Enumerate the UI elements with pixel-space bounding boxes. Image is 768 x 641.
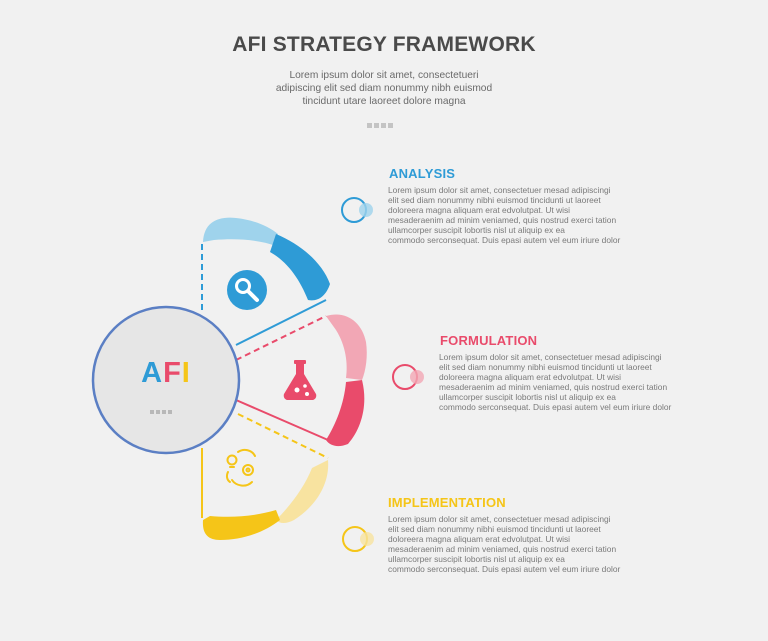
- afi-center-label: AFI: [96, 357, 236, 390]
- formulation-segment: [235, 314, 424, 447]
- implementation-arc-light: [276, 460, 329, 523]
- description-line: ullamcorper suscipit lobortis nisl ut al…: [439, 392, 616, 402]
- idea-gear-cycle-icon: [225, 448, 256, 487]
- analysis-marker-dot: [359, 203, 373, 217]
- analysis-description: Lorem ipsum dolor sit amet, consectetuer…: [388, 185, 628, 245]
- afi-letter-a: A: [141, 357, 164, 389]
- implementation-arc-dark: [202, 510, 280, 540]
- formulation-solid-edge: [235, 399, 329, 441]
- description-line: mesaderaenim ad minim veniamed, quis nos…: [439, 382, 668, 392]
- formulation-arc-dark: [326, 380, 365, 447]
- description-line: doloreera magna aliquam erat edvolutpat.…: [439, 372, 622, 382]
- analysis-segment: [201, 197, 373, 346]
- implementation-description: Lorem ipsum dolor sit amet, consectetuer…: [388, 514, 628, 574]
- description-line: commodo serconsequat. Duis epasi autem v…: [439, 402, 672, 412]
- page-subtitle: Lorem ipsum dolor sit amet, consectetuer…: [234, 69, 534, 108]
- subtitle-line: adipiscing elit sed diam nonummy nibh eu…: [275, 83, 493, 94]
- flask-icon: [283, 360, 317, 400]
- description-line: doloreera magna aliquam erat edvolutpat.…: [388, 205, 571, 215]
- description-line: elit sed diam nonummy nibhi euismod tinc…: [388, 195, 601, 205]
- header-divider-dots: [367, 115, 395, 133]
- description-line: Lorem ipsum dolor sit amet, consectetuer…: [388, 514, 611, 524]
- implementation-segment: [201, 413, 374, 552]
- magnifier-icon: [227, 270, 267, 310]
- center-dots: [150, 401, 174, 419]
- description-line: doloreera magna aliquam erat edvolutpat.…: [388, 534, 571, 544]
- description-line: ullamcorper suscipit lobortis nisl ut al…: [388, 225, 565, 235]
- description-line: commodo serconsequat. Duis epasi autem v…: [388, 235, 621, 245]
- subtitle-line: tincidunt utare laoreet dolore magna: [302, 96, 466, 107]
- description-line: mesaderaenim ad minim veniamed, quis nos…: [388, 544, 617, 554]
- afi-letter-i: I: [181, 357, 191, 389]
- formulation-arc-light: [326, 314, 367, 380]
- implementation-dashed-edge: [237, 413, 329, 459]
- description-line: elit sed diam nonummy nibhi euismod tinc…: [388, 524, 601, 534]
- analysis-solid-edge: [235, 299, 327, 346]
- formulation-marker-dot: [410, 370, 424, 384]
- analysis-arc-light: [203, 217, 278, 246]
- description-line: ullamcorper suscipit lobortis nisl ut al…: [388, 554, 565, 564]
- description-line: mesaderaenim ad minim veniamed, quis nos…: [388, 215, 617, 225]
- implementation-marker-dot: [360, 532, 374, 546]
- implementation-title: IMPLEMENTATION: [388, 495, 506, 510]
- description-line: commodo serconsequat. Duis epasi autem v…: [388, 564, 621, 574]
- afi-letter-f: F: [163, 357, 182, 389]
- center-circle: [91, 305, 241, 455]
- subtitle-line: Lorem ipsum dolor sit amet, consectetuer…: [289, 70, 479, 81]
- formulation-description: Lorem ipsum dolor sit amet, consectetuer…: [439, 352, 679, 412]
- analysis-title: ANALYSIS: [389, 166, 456, 181]
- formulation-dashed-edge: [235, 315, 327, 361]
- description-line: Lorem ipsum dolor sit amet, consectetuer…: [439, 352, 662, 362]
- formulation-title: FORMULATION: [440, 333, 538, 348]
- page-title: AFI STRATEGY FRAMEWORK: [232, 33, 536, 56]
- description-line: Lorem ipsum dolor sit amet, consectetuer…: [388, 185, 611, 195]
- description-line: elit sed diam nonummy nibhi euismod tinc…: [439, 362, 652, 372]
- analysis-arc-dark: [270, 234, 330, 301]
